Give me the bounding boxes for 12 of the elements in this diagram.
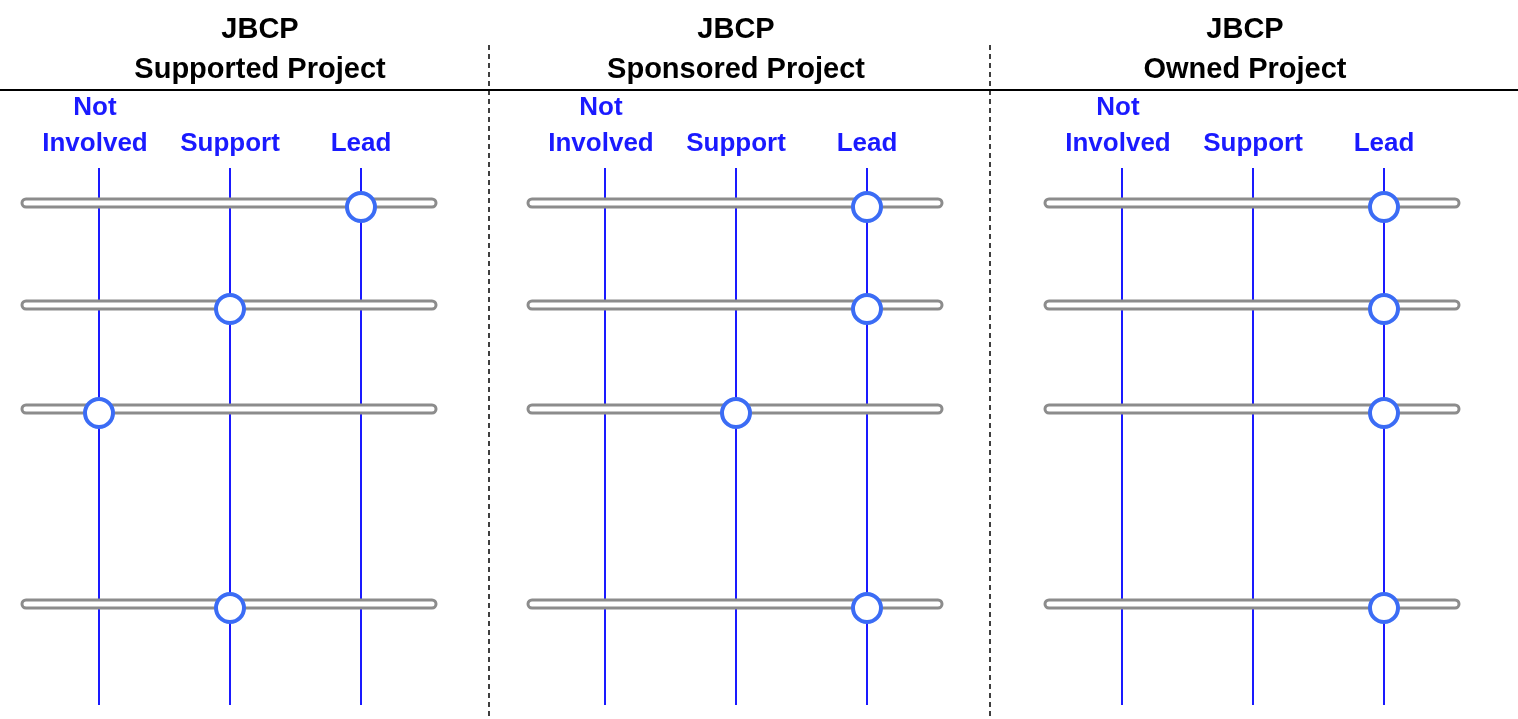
- axis-label: Not Involved: [41, 90, 149, 159]
- axis-label: Lead: [330, 126, 392, 159]
- axis-label: Support: [686, 126, 786, 159]
- axis-label: Lead: [836, 126, 898, 159]
- axis-label: Not Involved: [1064, 90, 1172, 159]
- axis-label: Lead: [1353, 126, 1415, 159]
- axis-label: Support: [1203, 126, 1303, 159]
- axis-label: Support: [180, 126, 280, 159]
- column-heading: JBCP Supported Project: [134, 11, 386, 86]
- column-heading: JBCP Sponsored Project: [607, 11, 865, 86]
- column-heading: JBCP Owned Project: [1143, 11, 1347, 86]
- axis-label: Not Involved: [547, 90, 655, 159]
